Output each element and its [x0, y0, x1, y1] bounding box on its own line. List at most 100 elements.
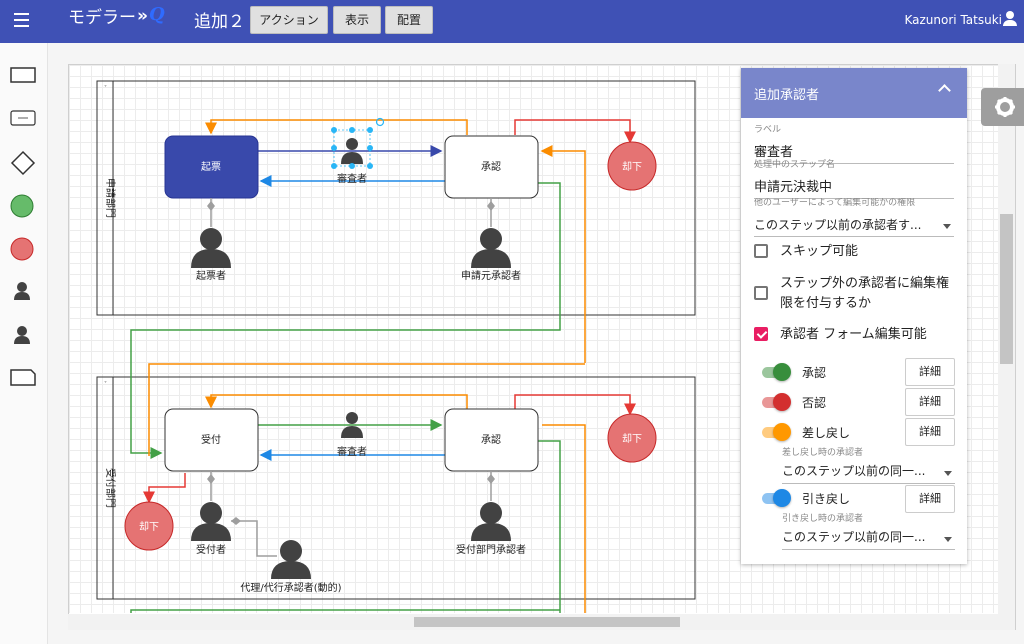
edit-permission-caption: 他のユーザーによって編集可能かの権限: [754, 198, 916, 208]
checkbox-checked-icon[interactable]: [754, 327, 768, 341]
edge-approve-to-reject[interactable]: [514, 119, 636, 144]
sendback-approver-select[interactable]: 差し戻し時の承認者 このステップ以前の同一...: [782, 448, 955, 484]
app-title: モデラー: [68, 8, 136, 28]
sendback-toggle[interactable]: 差し戻し: [762, 422, 912, 442]
checkbox-icon[interactable]: [754, 244, 768, 258]
account-icon[interactable]: [1003, 11, 1017, 27]
brand-logo: Q: [149, 4, 165, 25]
form-editable-checkbox[interactable]: 承認者 フォーム編集可能: [754, 325, 954, 345]
approve-node-2-label: 承認: [481, 433, 501, 446]
approver-2-link-diamond: [487, 474, 495, 484]
horizontal-scroll-thumb[interactable]: [414, 617, 680, 627]
edge-sendback-lane1[interactable]: [540, 145, 586, 363]
rectangle-shape-icon[interactable]: [10, 66, 36, 84]
model-name: 追加２: [194, 12, 245, 32]
step-caption: 処理中のステップ名: [754, 160, 836, 170]
edge-sendback-lane2[interactable]: [205, 394, 468, 409]
chevron-down-icon: [943, 224, 951, 229]
rounded-rect-shape-icon[interactable]: [10, 109, 36, 127]
app-bar: モデラー » Q 追加２ アクション 表示 配置 Kazunori Tatsuk…: [0, 0, 1024, 43]
lane-2-toggle[interactable]: ˅: [104, 381, 107, 388]
reviewer-person[interactable]: [331, 117, 385, 170]
edit-permission-value[interactable]: このステップ以前の承認者す...: [754, 212, 954, 237]
approve-toggle[interactable]: 承認: [762, 362, 912, 382]
sendback-detail-button[interactable]: 詳細: [905, 418, 955, 446]
edge-sendback-orange[interactable]: [205, 119, 468, 135]
action-button[interactable]: アクション: [250, 6, 328, 34]
reject-node-2-label: 却下: [622, 433, 642, 445]
reject-node-label: 却下: [622, 161, 642, 173]
collapse-icon[interactable]: [938, 84, 951, 97]
reject-node-2[interactable]: [607, 413, 657, 463]
vertical-scrollbar[interactable]: [998, 64, 1015, 630]
horizontal-scrollbar[interactable]: [68, 614, 998, 630]
receiver-link-diamond: [207, 474, 215, 484]
step-field[interactable]: 処理中のステップ名 申請元決裁中: [754, 160, 954, 199]
edge-lane2-orange-top[interactable]: [148, 363, 585, 456]
view-button[interactable]: 表示: [333, 6, 381, 34]
approve-detail-button[interactable]: 詳細: [905, 358, 955, 386]
reject-node-3[interactable]: [124, 501, 174, 551]
reviewer-label: 審査者: [337, 172, 367, 185]
reviewer-person-2[interactable]: [341, 412, 363, 438]
approver-person[interactable]: [471, 228, 511, 268]
approver-person-2-label: 受付部門承認者: [456, 543, 526, 556]
receive-node-label: 受付: [201, 433, 221, 446]
person-shape-icon[interactable]: [10, 280, 36, 306]
shape-palette: [0, 43, 48, 644]
proxy-person[interactable]: [271, 540, 311, 579]
reviewer-2-label: 審査者: [337, 445, 367, 458]
checkbox-icon[interactable]: [754, 286, 768, 300]
folded-rect-shape-icon[interactable]: [10, 368, 36, 388]
pullback-approver-select[interactable]: 引き戻し時の承認者 このステップ以前の同一...: [782, 514, 955, 550]
starter-person[interactable]: [191, 228, 231, 268]
lane-2-name: 受付部門: [104, 468, 117, 508]
layout-button[interactable]: 配置: [385, 6, 433, 34]
start-node-label: 起票: [201, 161, 221, 173]
approver-person-2[interactable]: [471, 502, 511, 541]
menu-icon[interactable]: [14, 13, 29, 27]
approver-person-label: 申請元承認者: [461, 269, 521, 282]
edge-receive-to-reject[interactable]: [143, 473, 186, 504]
label-input[interactable]: 審査者: [754, 135, 954, 164]
receiver-person-label: 受付者: [196, 543, 226, 556]
workflow-diagram[interactable]: ˅ 申請部門 ˅ 受付部門 起票 承認 却下 審査者: [69, 65, 999, 613]
person-shape-2-icon[interactable]: [10, 324, 36, 350]
starter-person-label: 起票者: [196, 270, 226, 282]
red-circle-shape-icon[interactable]: [10, 237, 36, 263]
chevron-down-icon: [944, 471, 952, 476]
green-circle-shape-icon[interactable]: [10, 194, 36, 220]
edge-approve-to-reject-2[interactable]: [514, 394, 636, 416]
edge-lane2-down-green[interactable]: [538, 440, 561, 613]
approver-link-diamond: [487, 201, 495, 211]
label-field[interactable]: ラベル 審査者: [754, 125, 954, 164]
deny-toggle[interactable]: 否認: [762, 392, 912, 412]
proxy-link: [231, 520, 277, 557]
diamond-shape-icon[interactable]: [10, 150, 36, 176]
breadcrumb-separator: »: [137, 6, 148, 26]
skip-checkbox[interactable]: スキップ可能: [754, 242, 954, 262]
edge-lane2-bottom-green[interactable]: [130, 609, 560, 613]
lane-1[interactable]: [96, 80, 696, 316]
edge-lane2-down-orange[interactable]: [542, 424, 586, 613]
pullback-detail-button[interactable]: 詳細: [905, 485, 955, 513]
reject-node[interactable]: [607, 141, 657, 191]
settings-button[interactable]: [981, 88, 1024, 126]
proxy-person-label: 代理/代行承認者(動的): [240, 581, 341, 594]
receiver-person[interactable]: [191, 502, 231, 541]
lane-1-toggle[interactable]: ˅: [104, 85, 107, 92]
edge-lane1-to-receive[interactable]: [130, 182, 561, 459]
reject-node-3-label: 却下: [139, 521, 159, 533]
panel-header[interactable]: 追加承認者: [741, 68, 967, 118]
starter-link-diamond: [207, 201, 215, 211]
pullback-toggle[interactable]: 引き戻し: [762, 488, 912, 508]
lane-1-name: 申請部門: [104, 178, 117, 218]
vertical-scroll-thumb[interactable]: [1000, 214, 1013, 364]
edit-permission-select[interactable]: 他のユーザーによって編集可能かの権限 このステップ以前の承認者す...: [754, 198, 954, 237]
lane-2[interactable]: [96, 376, 696, 600]
deny-detail-button[interactable]: 詳細: [905, 388, 955, 416]
user-name[interactable]: Kazunori Tatsuki: [904, 13, 1003, 27]
grant-checkbox[interactable]: ステップ外の承認者に編集権限を付与するか: [754, 274, 954, 314]
step-input[interactable]: 申請元決裁中: [754, 170, 954, 199]
properties-panel: 追加承認者 ラベル 審査者 処理中のステップ名 申請元決裁中 他のユーザーによっ…: [741, 68, 967, 564]
